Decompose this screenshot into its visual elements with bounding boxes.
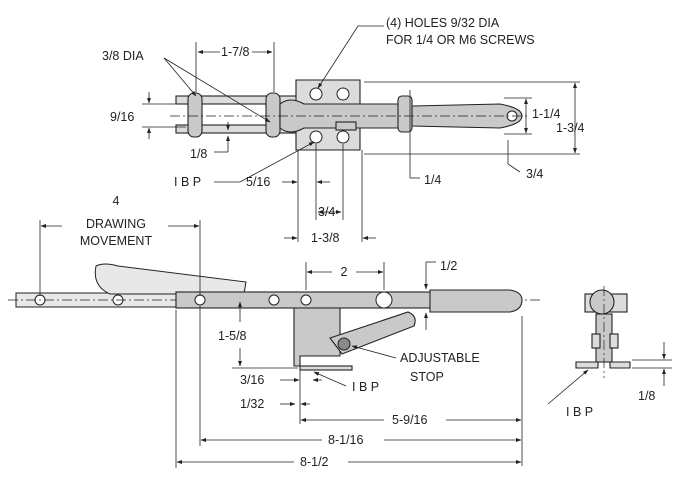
ibp-leader — [313, 371, 347, 387]
handle-grip — [429, 289, 523, 313]
dim-5-9-16: 5-9/16 — [392, 413, 427, 427]
dim-8-1-2: 8-1/2 — [300, 455, 329, 469]
ghost-handle — [94, 263, 247, 295]
spindle-pin — [375, 291, 393, 309]
adjustable-stop-line1: ADJUSTABLE — [400, 351, 480, 365]
dim-1-4: 1/4 — [424, 173, 441, 187]
front-pin — [187, 92, 203, 138]
dim-1-32: 1/32 — [240, 397, 264, 411]
stop-leader — [351, 345, 397, 359]
adjustable-stop-line2: STOP — [410, 370, 444, 384]
adjustable-stop-arm — [329, 311, 416, 355]
dim-1-7-8: 1-7/8 — [221, 45, 250, 59]
clamp-body — [293, 307, 341, 367]
dim-1-1-4: 1-1/4 — [532, 107, 561, 121]
dim-1-8-end: 1/8 — [638, 389, 655, 403]
leader — [507, 163, 521, 173]
end-spindle — [589, 289, 615, 315]
dim-1-3-4: 1-3/4 — [556, 121, 585, 135]
pin-dia-leader — [163, 57, 197, 97]
ibp-end: I B P — [566, 405, 593, 419]
mount-hole — [309, 87, 323, 101]
ibp-leader — [547, 369, 589, 405]
top-view: (4) HOLES 9/32 DIA FOR 1/4 OR M6 SCREWS … — [102, 16, 585, 245]
dim-3-4-base: 3/4 — [318, 205, 335, 219]
dim-1-5-8: 1-5/8 — [218, 329, 247, 343]
dim-1-8-top: 1/8 — [190, 147, 207, 161]
end-foot-right — [609, 361, 631, 369]
holes-leader — [317, 25, 384, 89]
dim-1-3-8: 1-3/8 — [311, 231, 340, 245]
spindle-pin — [268, 294, 280, 306]
drawing-movement-line2: MOVEMENT — [80, 234, 153, 248]
holes-note-line1: (4) HOLES 9/32 DIA — [386, 16, 500, 30]
rear-pin — [265, 92, 281, 138]
mount-hole — [336, 130, 350, 144]
dim-5-16: 5/16 — [246, 175, 270, 189]
stop-pivot — [337, 337, 351, 351]
dim-8-1-16: 8-1/16 — [328, 433, 363, 447]
dim-2: 2 — [341, 265, 348, 279]
dim-3-4-handle: 3/4 — [526, 167, 543, 181]
end-view: I B P 1/8 — [547, 286, 672, 419]
dim-9-16: 9/16 — [110, 110, 134, 124]
side-view: 4 DRAWING MOVEMENT 2 1/2 1-5/8 3/16 I B … — [8, 194, 540, 469]
spindle-pin — [194, 294, 206, 306]
pin-dia-label: 3/8 DIA — [102, 49, 144, 63]
mount-hole — [309, 130, 323, 144]
linkage-slot — [335, 121, 357, 131]
drawing-movement-line1: DRAWING — [86, 217, 146, 231]
pin-dia-leader — [163, 57, 271, 123]
ibp-leader — [214, 141, 315, 183]
dim-1-2: 1/2 — [440, 259, 457, 273]
base-foot — [299, 365, 353, 371]
end-foot-left — [575, 361, 599, 369]
holes-note-line2: FOR 1/4 OR M6 SCREWS — [386, 33, 535, 47]
ibp-side: I B P — [352, 380, 379, 394]
end-stop-left — [591, 333, 601, 349]
mount-hole — [336, 87, 350, 101]
spindle-pin — [300, 294, 312, 306]
ibp-top: I B P — [174, 175, 201, 189]
dim-3-16: 3/16 — [240, 373, 264, 387]
drawing-movement-value: 4 — [113, 194, 120, 208]
end-stop-right — [609, 333, 619, 349]
